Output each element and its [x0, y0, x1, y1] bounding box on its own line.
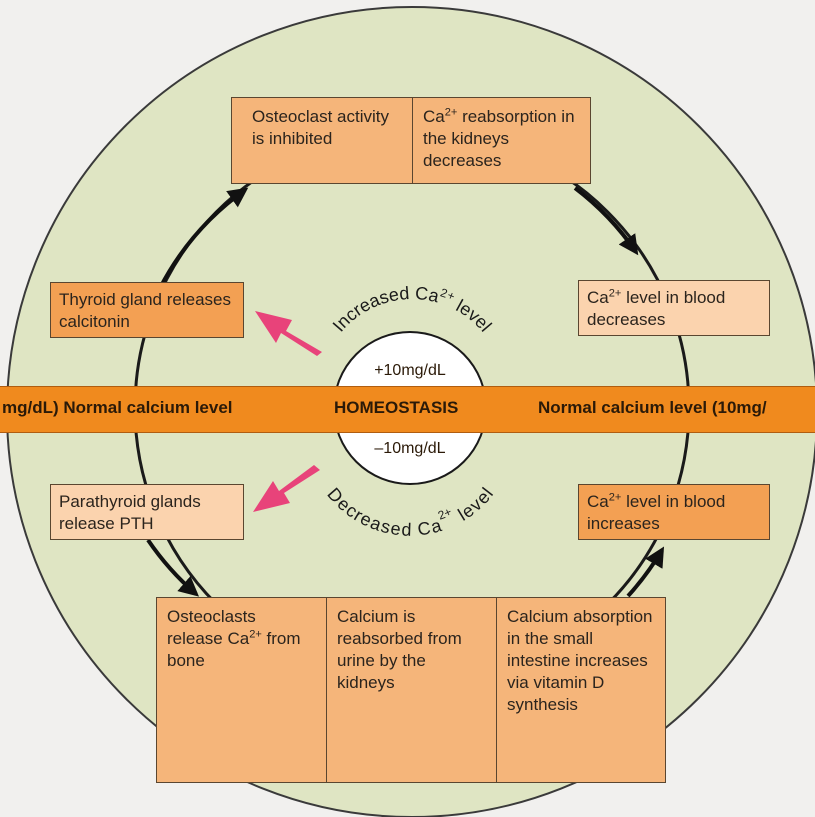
blood-increases-box: Ca2+ level in blood increases — [578, 484, 770, 540]
osteoclasts-release: Osteoclasts release Ca2+ from bone — [156, 597, 326, 783]
decreased-arrow-icon — [253, 465, 320, 512]
arrow-up-left — [158, 187, 249, 289]
top-box: Osteoclast activity is inhibited Ca2+ re… — [231, 97, 591, 184]
band-right-label: Normal calcium level (10mg/ — [538, 398, 767, 417]
intestine-absorption: Calcium absorption in the small intestin… — [496, 597, 666, 783]
kidney-reabsorption-decreases: Ca2+ reabsorption in the kidneys decreas… — [412, 98, 590, 183]
arrow-down-right — [573, 186, 639, 256]
bottom-box: Osteoclasts release Ca2+ from bone Calci… — [156, 597, 666, 783]
arrow-up-right — [626, 546, 665, 598]
homeostasis-band — [0, 386, 815, 433]
osteoclast-inhibited: Osteoclast activity is inhibited — [252, 107, 389, 148]
thyroid-box: Thyroid gland releases calcitonin — [50, 282, 244, 338]
blood-decreases-box: Ca2+ level in blood decreases — [578, 280, 770, 336]
homeostasis-label: HOMEOSTASIS — [334, 398, 459, 417]
kidney-reabsorbs: Calcium is reabsorbed from urine by the … — [326, 597, 496, 783]
plus-value: +10mg/dL — [374, 362, 446, 379]
arrow-down-left — [146, 538, 200, 597]
increased-arrow-icon — [255, 311, 322, 356]
minus-value: –10mg/dL — [374, 440, 446, 457]
band-left-label: mg/dL) Normal calcium level — [2, 398, 233, 417]
parathyroid-box: Parathyroid glands release PTH — [50, 484, 244, 540]
